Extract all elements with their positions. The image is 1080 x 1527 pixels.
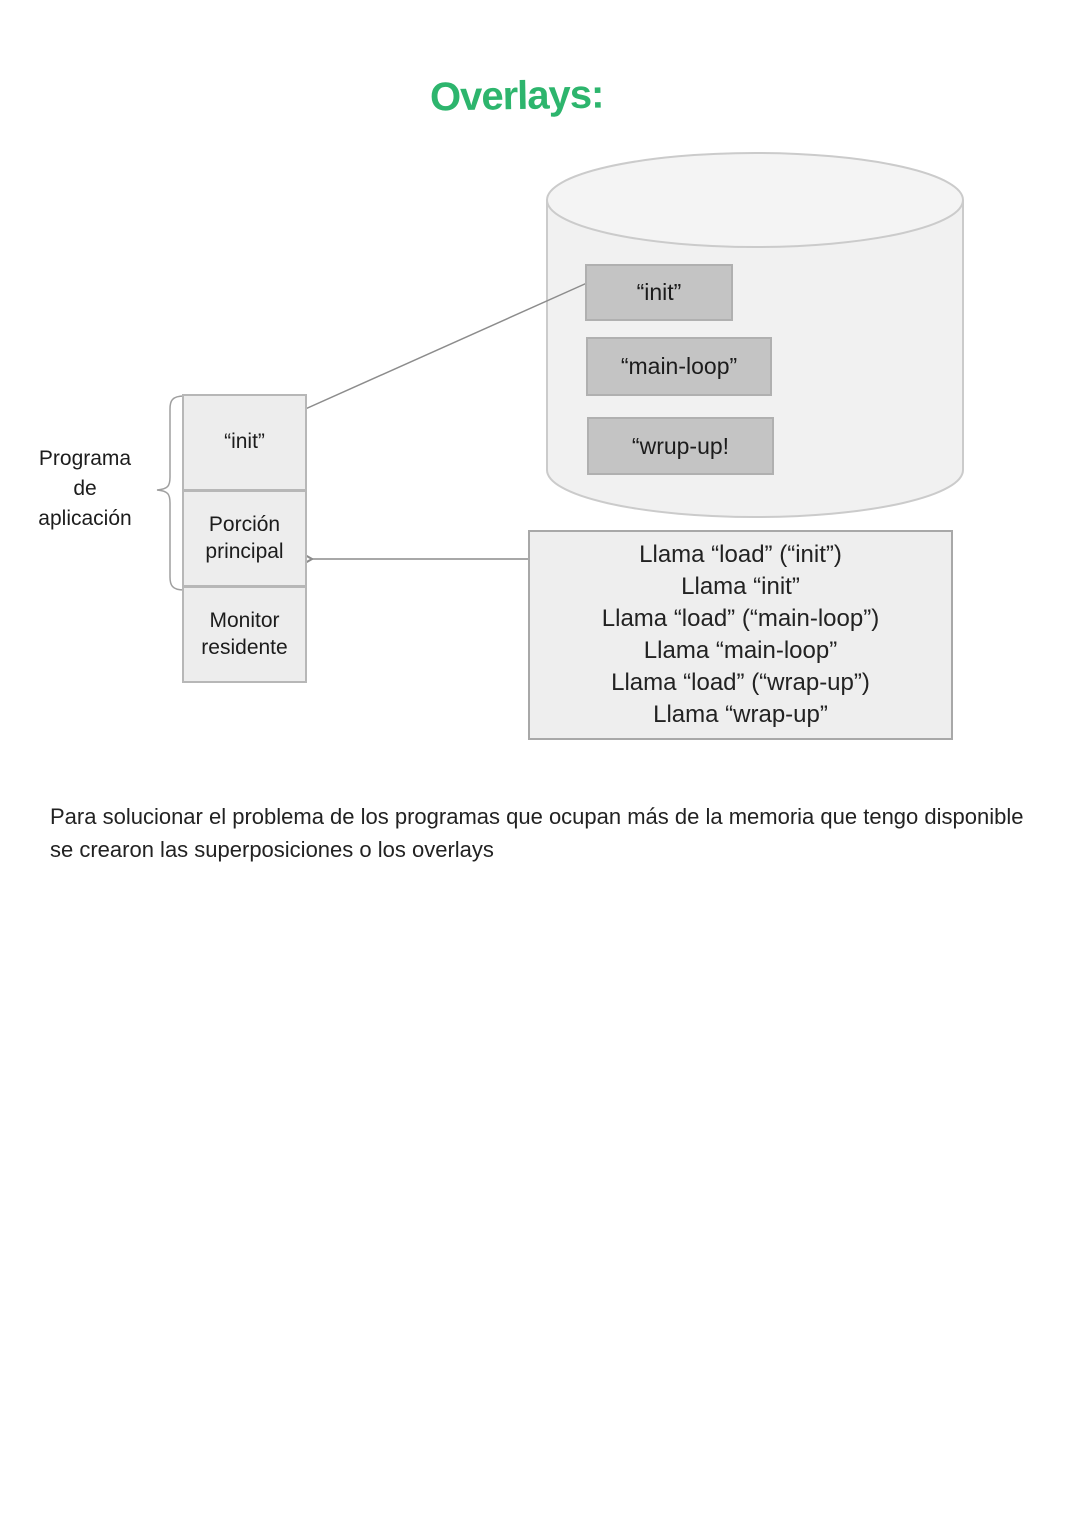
call-line: Llama “main-loop” xyxy=(643,637,838,664)
call-line: Llama “load” (“init”) xyxy=(639,541,842,568)
disk-block-main-loop: “main-loop” xyxy=(586,337,772,396)
explanatory-note: Para solucionar el problema de los progr… xyxy=(50,804,1024,862)
program-label: Programa de aplicación xyxy=(15,444,155,534)
disk-block-init: “init” xyxy=(585,264,733,321)
program-label-line1: Programa xyxy=(38,447,132,470)
program-label-line2: de xyxy=(73,477,97,500)
program-label-line3: aplicación xyxy=(38,507,132,530)
disk-cylinder-top xyxy=(546,152,964,248)
call-line: Llama “load” (“main-loop”) xyxy=(601,605,880,632)
program-brace xyxy=(156,395,185,591)
call-line: Llama “wrap-up” xyxy=(653,701,828,728)
call-line: Llama “init” xyxy=(681,573,800,600)
memory-block-init: “init” xyxy=(182,394,307,491)
call-sequence-box: Llama “load” (“init”) Llama “init” Llama… xyxy=(528,530,953,740)
memory-block-monitor-residente: Monitor residente xyxy=(182,586,307,683)
memory-block-porcion-principal: Porción principal xyxy=(182,490,307,587)
call-line: Llama “load” (“wrap-up”) xyxy=(611,669,870,696)
disk-block-wrup-up: “wrup-up! xyxy=(587,417,774,475)
arrow-disk-init-to-memory-init xyxy=(260,282,588,435)
